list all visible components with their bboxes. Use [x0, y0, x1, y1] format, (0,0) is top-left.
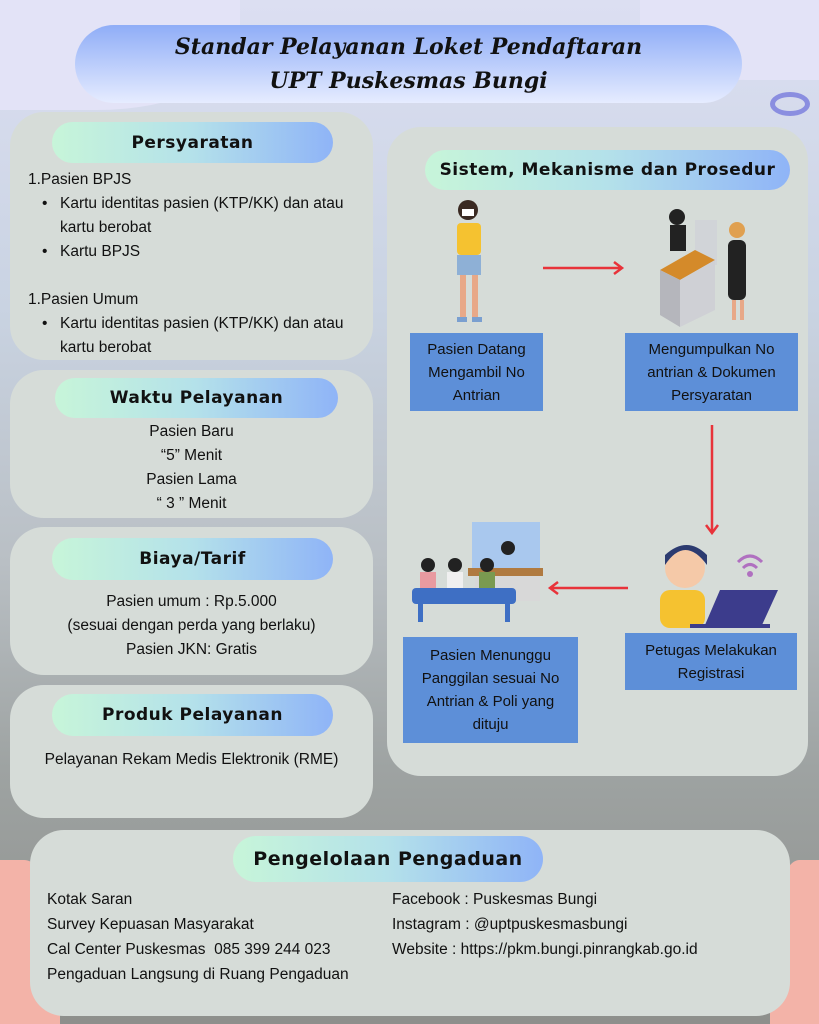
pengaduan-item: Kotak Saran [47, 891, 133, 908]
title-line-2: UPT Puskesmas Bungi [269, 68, 548, 94]
biaya-line: Pasien umum : Rp.5.000 [106, 593, 277, 610]
pengaduan-left: Kotak Saran Survey Kepuasan Masyarakat C… [47, 887, 387, 987]
page-title: Standar Pelayanan Loket Pendaftaran UPT … [75, 25, 742, 103]
waktu-text: Pasien Baru “5” Menit Pasien Lama “ 3 ” … [10, 420, 373, 516]
pengaduan-item: Cal Center Puskesmas 085 399 244 023 [47, 941, 331, 958]
biaya-line: Pasien JKN: Gratis [126, 641, 257, 658]
group-label: 1.Pasien BPJS [28, 171, 132, 188]
step-3-box: Petugas Melakukan Registrasi [625, 633, 797, 690]
pengaduan-item: Pengaduan Langsung di Ruang Pengaduan [47, 966, 349, 983]
waiting-room-illustration [412, 522, 543, 622]
sistem-heading: Sistem, Mekanisme dan Prosedur [425, 150, 790, 190]
instagram-link[interactable]: Instagram : @uptpuskesmasbungi [392, 916, 628, 933]
waktu-heading: Waktu Pelayanan [55, 378, 338, 418]
step-2-box: Mengumpulkan No antrian & Dokumen Persya… [625, 333, 798, 411]
arrow-down-icon [705, 425, 719, 536]
pengaduan-item: Survey Kepuasan Masyarakat [47, 916, 254, 933]
counter-illustration [660, 209, 746, 327]
facebook-link[interactable]: Facebook : Puskesmas Bungi [392, 891, 598, 908]
decor-ring [770, 92, 810, 116]
patient-standing-illustration [457, 200, 482, 322]
group-label: 1.Pasien Umum [28, 291, 139, 308]
step-4-box: Pasien Menunggu Panggilan sesuai No Antr… [403, 637, 578, 743]
produk-text: Pelayanan Rekam Medis Elektronik (RME) [44, 751, 339, 768]
website-link[interactable]: Website : https://pkm.bungi.pinrangkab.g… [392, 941, 698, 958]
produk-heading: Produk Pelayanan [52, 694, 333, 736]
step-1-box: Pasien Datang Mengambil No Antrian [410, 333, 543, 411]
biaya-text: Pasien umum : Rp.5.000 (sesuai dengan pe… [10, 590, 373, 662]
list-item: Kartu identitas pasien (KTP/KK) dan atau… [28, 192, 368, 240]
arrow-right-icon [543, 261, 625, 275]
arrow-left-icon [547, 581, 628, 595]
waktu-line: “ 3 ” Menit [156, 495, 227, 512]
pengaduan-heading: Pengelolaan Pengaduan [233, 836, 543, 882]
waktu-line: “5” Menit [160, 447, 223, 464]
biaya-heading: Biaya/Tarif [52, 538, 333, 580]
waktu-line: Pasien Lama [146, 471, 237, 488]
biaya-line: (sesuai dengan perda yang berlaku) [67, 617, 316, 634]
list-item: Kartu BPJS [28, 240, 368, 264]
persyaratan-heading: Persyaratan [52, 122, 333, 163]
persyaratan-list: 1.Pasien BPJS Kartu identitas pasien (KT… [28, 168, 368, 360]
waktu-line: Pasien Baru [149, 423, 234, 440]
pengaduan-right: Facebook : Puskesmas Bungi Instagram : @… [392, 887, 782, 962]
list-item: Kartu identitas pasien (KTP/KK) dan atau… [28, 312, 368, 360]
staff-laptop-illustration [660, 545, 778, 628]
title-line-1: Standar Pelayanan Loket Pendaftaran [174, 34, 643, 60]
